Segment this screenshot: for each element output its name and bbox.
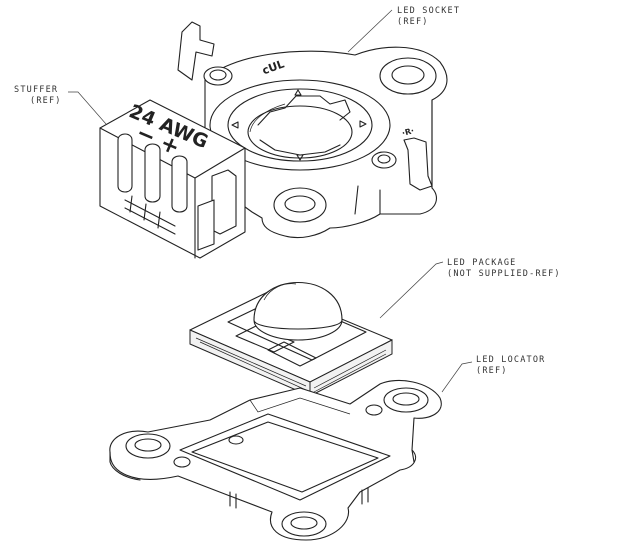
callout-led-locator-line2: (REF)	[476, 366, 508, 376]
callout-led-socket-line2: (REF)	[397, 17, 429, 27]
callout-led-locator: LED LOCATOR (REF)	[441, 355, 546, 393]
callout-led-package-line1: LED PACKAGE	[447, 258, 517, 268]
callout-led-socket-line1: LED SOCKET	[397, 6, 460, 16]
stuffer: 24 AWG − +	[99, 99, 246, 259]
led-socket: cUL ·R·	[177, 21, 448, 239]
callout-stuffer: STUFFER (REF)	[14, 85, 107, 125]
callout-stuffer-line1: STUFFER	[14, 85, 58, 95]
callout-led-package: LED PACKAGE (NOT SUPPLIED-REF)	[379, 258, 561, 319]
svg-text:·R·: ·R·	[401, 126, 415, 138]
led-locator	[109, 379, 442, 541]
callout-led-locator-line1: LED LOCATOR	[476, 355, 546, 365]
led-package	[189, 281, 393, 397]
callout-stuffer-line2: (REF)	[30, 96, 62, 106]
callout-led-socket: LED SOCKET (REF)	[347, 6, 460, 53]
callout-led-package-line2: (NOT SUPPLIED-REF)	[447, 269, 561, 279]
